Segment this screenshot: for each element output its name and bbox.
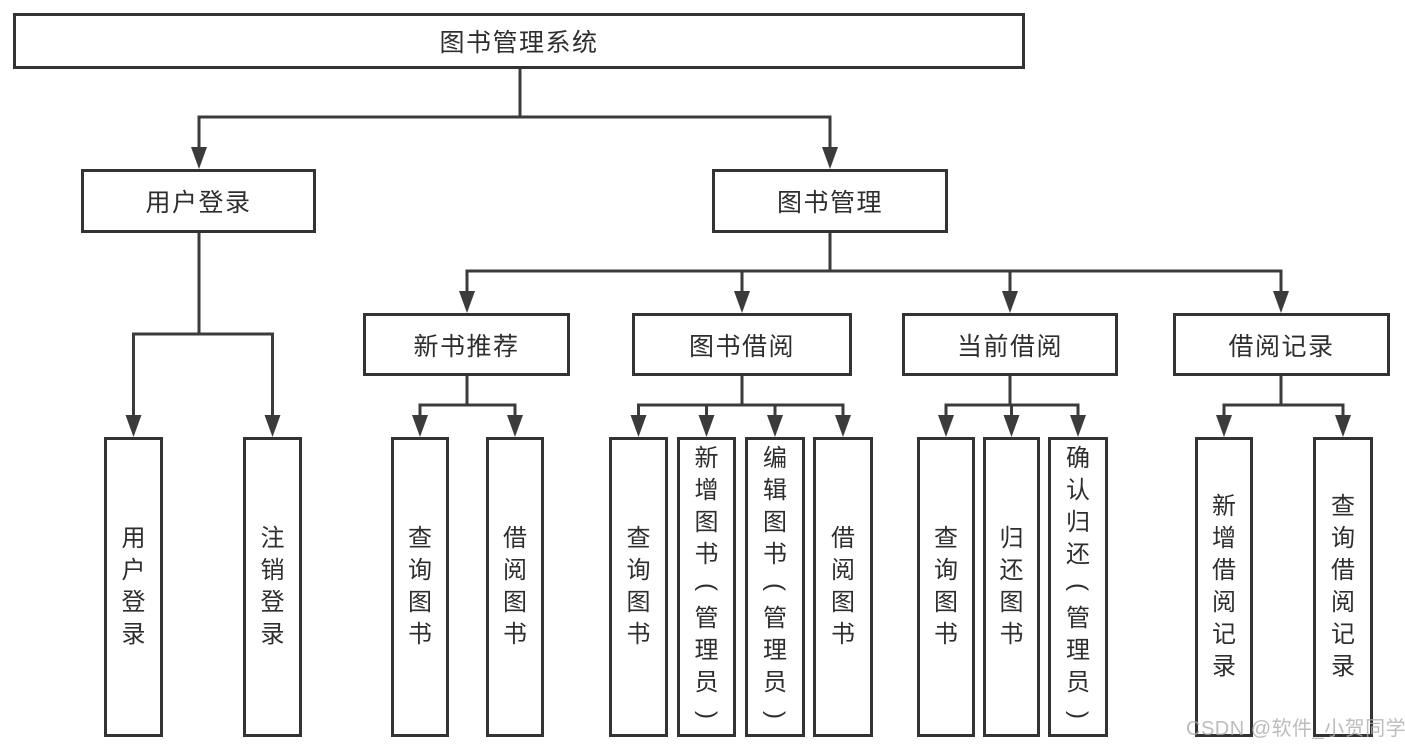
- node-library-system-label: 图书管理系统: [439, 29, 599, 57]
- edge-book-borrowing-children: [630, 374, 851, 437]
- leaf-query-books-recommend: 查询图书: [391, 437, 449, 737]
- node-current-borrowing-label: 当前借阅: [956, 332, 1063, 361]
- node-book-borrowing-label: 图书借阅: [688, 332, 795, 361]
- leaf-confirm-return-admin-label: 确认归还(管理员): [1065, 445, 1092, 719]
- leaf-add-book-admin-label: 新增图书(管理员): [693, 445, 721, 719]
- node-current-borrowing: 当前借阅: [902, 313, 1118, 376]
- leaf-borrow-books: 借阅图书: [813, 437, 873, 737]
- leaf-user-login: 用户登录: [104, 437, 163, 737]
- csdn-watermark: CSDN @软件_小贺同学: [1186, 718, 1405, 740]
- leaf-confirm-return-admin: 确认归还(管理员): [1048, 437, 1108, 737]
- leaf-query-books-current: 查询图书: [917, 437, 975, 737]
- leaf-query-books-borrowing: 查询图书: [609, 437, 668, 737]
- leaf-query-borrow-record-label: 查询借阅记录: [1331, 493, 1355, 680]
- node-library-system: 图书管理系统: [13, 13, 1025, 69]
- leaf-borrow-books-recommend: 借阅图书: [486, 437, 544, 737]
- leaf-logout-label: 注销登录: [260, 525, 285, 648]
- leaf-borrow-books-recommend-label: 借阅图书: [503, 525, 527, 648]
- node-borrowing-records-label: 借阅记录: [1228, 332, 1335, 361]
- leaf-query-books-current-label: 查询图书: [934, 525, 958, 648]
- leaf-borrow-books-label: 借阅图书: [831, 525, 855, 648]
- leaf-query-borrow-record: 查询借阅记录: [1313, 437, 1373, 737]
- leaf-add-borrow-record-label: 新增借阅记录: [1212, 493, 1236, 680]
- edge-root-to-level2: [191, 66, 838, 169]
- edge-current-borrowing-children: [938, 374, 1086, 437]
- node-new-book-recommend: 新书推荐: [363, 313, 570, 376]
- leaf-logout: 注销登录: [243, 437, 302, 737]
- edge-user-login-children: [125, 231, 281, 437]
- leaf-user-login-label: 用户登录: [121, 525, 146, 648]
- leaf-edit-book-admin: 编辑图书(管理员): [745, 437, 805, 737]
- leaf-query-books-borrowing-label: 查询图书: [626, 525, 651, 648]
- node-user-login: 用户登录: [81, 169, 316, 233]
- node-book-borrowing: 图书借阅: [632, 313, 852, 376]
- node-book-management: 图书管理: [712, 169, 948, 233]
- node-borrowing-records: 借阅记录: [1173, 313, 1390, 376]
- edge-borrowing-records-children: [1216, 374, 1351, 437]
- leaf-return-books: 归还图书: [983, 437, 1040, 737]
- leaf-edit-book-admin-label: 编辑图书(管理员): [762, 445, 789, 719]
- edge-new-book-recommend-children: [412, 374, 523, 437]
- leaf-query-books-recommend-label: 查询图书: [408, 525, 432, 648]
- leaf-add-borrow-record: 新增借阅记录: [1195, 437, 1253, 737]
- node-new-book-recommend-label: 新书推荐: [413, 332, 520, 361]
- node-book-management-label: 图书管理: [776, 189, 883, 217]
- node-user-login-label: 用户登录: [145, 189, 252, 217]
- leaf-return-books-label: 归还图书: [999, 525, 1024, 648]
- leaf-add-book-admin: 新增图书(管理员): [677, 437, 736, 737]
- edge-book-management-children: [459, 231, 1289, 313]
